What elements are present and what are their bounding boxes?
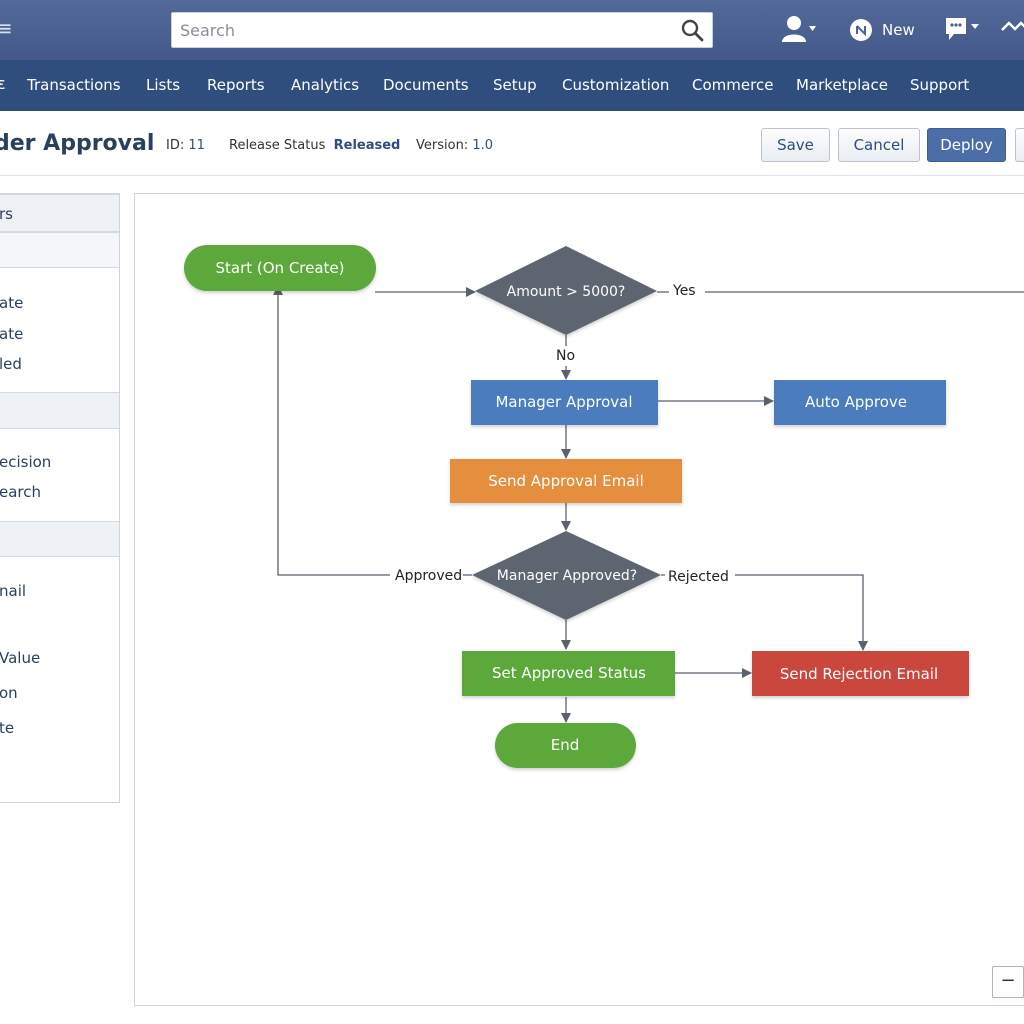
nav-lists[interactable]: Lists — [146, 76, 181, 94]
svg-text:Start (On Create): Start (On Create) — [215, 259, 344, 277]
new-label: New — [882, 21, 915, 39]
new-icon — [850, 19, 872, 41]
sidebar-item[interactable]: on — [0, 684, 18, 702]
sidebar-section-header-3 — [0, 392, 119, 429]
search-input[interactable] — [172, 13, 672, 47]
nav-customization[interactable]: Customization — [562, 76, 670, 94]
release-status: Release Status Released — [229, 138, 400, 153]
flowchart: Start (On Create) Amount > 5000? Yes No … — [184, 245, 1024, 768]
version-value: 1.0 — [472, 138, 494, 153]
sidebar-section-header-2 — [0, 232, 119, 268]
nav-reports[interactable]: Reports — [207, 76, 265, 94]
chat-icon[interactable] — [944, 14, 984, 46]
nav-support[interactable]: Support — [910, 76, 970, 94]
sidebar-item[interactable]: Value — [0, 649, 41, 667]
node-manager-approval[interactable]: Manager Approval — [471, 380, 658, 425]
id-value: 11 — [188, 138, 205, 153]
sidebar-item[interactable]: ate — [0, 325, 24, 343]
label-yes: Yes — [672, 283, 696, 299]
label-approved: Approved — [395, 568, 462, 584]
node-send-approval-email[interactable]: Send Approval Email — [450, 459, 682, 503]
deploy-button[interactable]: Deploy — [927, 128, 1006, 162]
sidebar-item[interactable]: te — [0, 719, 15, 737]
cancel-button[interactable]: Cancel — [838, 128, 920, 162]
nav-transactions[interactable]: Transactions — [27, 76, 121, 94]
node-auto-approve[interactable]: Auto Approve — [774, 380, 946, 425]
node-send-rejection-email[interactable]: Send Rejection Email — [752, 651, 969, 696]
node-start[interactable]: Start (On Create) — [184, 245, 376, 291]
page-header: der Approval ID: 11 Release Status Relea… — [0, 111, 1024, 176]
sidebar-item[interactable]: led — [0, 355, 22, 373]
new-button[interactable]: New — [848, 14, 922, 46]
more-action-button[interactable] — [1015, 128, 1024, 162]
flow-edges — [278, 286, 1024, 723]
nav-setup[interactable]: Setup — [493, 76, 537, 94]
label-no: No — [556, 348, 575, 364]
more-icon[interactable] — [1000, 14, 1024, 46]
version: Version: 1.0 — [416, 138, 493, 153]
workflow-canvas[interactable]: Start (On Create) Amount > 5000? Yes No … — [134, 193, 1024, 1006]
svg-text:Manager Approval: Manager Approval — [495, 393, 632, 411]
user-icon[interactable] — [780, 14, 818, 46]
sidebar-item[interactable]: ecision — [0, 453, 52, 471]
sidebar-item[interactable]: ate — [0, 294, 24, 312]
edge-icon: ≡ — [0, 16, 13, 40]
svg-text:Set Approved Status: Set Approved Status — [492, 664, 646, 682]
edge-rejected — [661, 574, 863, 650]
sidebar-section-header-4 — [0, 521, 119, 557]
node-set-approved-status[interactable]: Set Approved Status — [462, 651, 675, 696]
svg-text:Auto Approve: Auto Approve — [805, 393, 907, 411]
save-button[interactable]: Save — [761, 128, 830, 162]
svg-text:End: End — [551, 736, 580, 754]
search-icon[interactable] — [680, 18, 706, 42]
sidebar-item[interactable]: earch — [0, 483, 42, 501]
svg-text:Send Rejection Email: Send Rejection Email — [780, 665, 938, 683]
top-bar: ≡ New — [0, 0, 1024, 60]
node-end[interactable]: End — [495, 723, 636, 768]
nav-marketplace[interactable]: Marketplace — [796, 76, 888, 94]
sidebar-item[interactable]: nail — [0, 582, 27, 600]
svg-text:Send Approval Email: Send Approval Email — [488, 472, 644, 490]
record-id: ID: 11 — [166, 138, 205, 153]
components-sidebar: rs ate ate led ecision earch nail Value … — [0, 193, 120, 803]
sidebar-section-header: rs — [0, 194, 119, 232]
edge-approved-loop — [278, 286, 472, 576]
nav-commerce[interactable]: Commerce — [692, 76, 774, 94]
release-label: Release Status — [229, 138, 326, 153]
nav-partial-item[interactable]: ε — [0, 74, 6, 93]
id-label: ID: — [166, 138, 185, 153]
version-label: Version: — [416, 138, 469, 153]
svg-text:Manager Approved?: Manager Approved? — [497, 568, 637, 584]
nav-documents[interactable]: Documents — [383, 76, 469, 94]
main-nav: ε Transactions Lists Reports Analytics D… — [0, 60, 1024, 111]
search-box[interactable] — [171, 12, 713, 48]
zoom-out-button[interactable]: − — [992, 966, 1024, 998]
nav-analytics[interactable]: Analytics — [291, 76, 360, 94]
node-decision-manager-approved[interactable]: Manager Approved? — [472, 531, 661, 620]
label-rejected: Rejected — [668, 569, 729, 585]
release-value: Released — [333, 138, 401, 153]
svg-text:Amount > 5000?: Amount > 5000? — [507, 284, 626, 300]
node-decision-amount[interactable]: Amount > 5000? — [475, 246, 657, 335]
page-title: der Approval — [0, 131, 155, 156]
